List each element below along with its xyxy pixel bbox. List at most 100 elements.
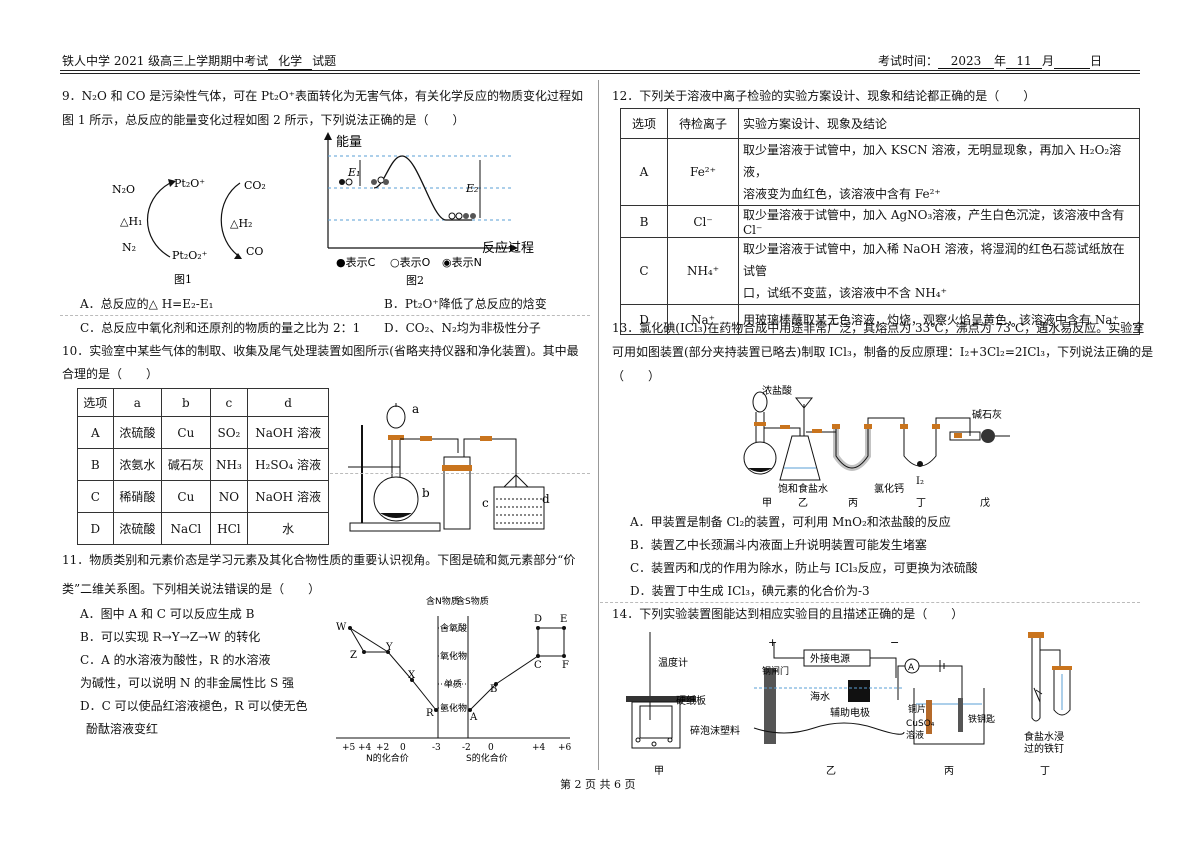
q10-cell: NaCl [161,512,211,545]
q14-label-yi: 乙 [826,765,836,777]
q11-cat-2: 单质 [444,678,462,690]
q12-cell: Na⁺ [667,304,739,335]
q11-s-tick: +6 [558,743,572,753]
q11-n-tick: +5 [342,743,356,753]
q11-s-tick: 0 [488,743,494,753]
q11-point-f: F [562,660,569,671]
q12-th: 选项 [620,108,668,139]
q10-stem-1: 10．实验室中某些气体的制取、收集及尾气处理装置如图所示(省略夹持仪器和净化装置… [62,344,579,358]
q9-figure-1: N₂O Pt₂O⁺ CO₂ △H₁ △H₂ N₂ Pt₂O₂⁺ CO 图1 [112,177,266,285]
q11-option-b: B．可以实现 R→Y→Z→W 的转化 [80,630,261,644]
q11-point-z: Z [350,650,357,661]
header-day-unit: 日 [1090,54,1103,68]
q12-cell: 取少量溶液于试管中，加入 KSCN 溶液，无明显现象，再加入 H₂O₂溶液， 溶液… [738,138,1140,206]
q13-apparatus: 浓盐酸 碱石灰 饱和食盐水 氯化钙 I₂ 甲 乙 丙 丁 戊 [743,384,1010,509]
q12-cell: A [620,138,668,206]
q11-point-w: W [336,622,347,633]
q11-stem-1: 11．物质类别和元素价态是学习元素及其化合物性质的重要认识视角。下图是硫和氮元素… [62,553,576,567]
q10-cell: 浓硫酸 [112,416,163,449]
q11-cat-3: 氢化物 [440,702,467,714]
q9-stem-2: 图 1 所示，总反应的能量变化过程如图 2 所示，下列说法正确的是（ ） [62,113,465,127]
q10-cell: NaOH 溶液 [247,416,329,449]
q10-label-a: a [412,402,419,416]
q10-cell: 稀硝酸 [112,480,163,513]
header-month-unit: 月 [1042,54,1055,68]
q14-stem: 14．下列实验装置图能达到相应实验目的且描述正确的是（ ） [612,607,964,621]
q10-cell: 浓硫酸 [112,512,163,545]
q13-label-cacl2: 氯化钙 [874,482,904,495]
q12-cell: 取少量溶液于试管中，加入稀 NaOH 溶液，将湿润的红色石蕊试纸放在试管口，试纸… [738,237,1140,305]
q10-cell: 碱石灰 [161,448,211,481]
header-tail: 试题 [312,54,337,68]
q9-fig1-pt2o: Pt₂O⁺ [174,177,205,190]
header-subject: 化学 [268,52,313,70]
q14-label-key: 铁钥匙 [968,713,995,725]
q12-cell-line: 取少量溶液于试管中，加入稀 NaOH 溶液，将湿润的红色石蕊试纸放在试管 [743,242,1125,278]
table-row: C NH₄⁺ 取少量溶液于试管中，加入稀 NaOH 溶液，将湿润的红色石蕊试纸放… [620,237,1140,305]
q9-fig2-xlabel: 反应过程 [482,240,534,256]
q10-cell: Cu [161,480,211,513]
q14-label-cuso4-b: 溶液 [906,729,924,741]
q14-label-aux: 辅助电极 [830,706,870,719]
q14-label-thermometer: 温度计 [658,656,688,669]
q9-fig1-co: CO [246,245,263,258]
q12-table: 选项 待检离子 实验方案设计、现象及结论 A Fe²⁺ 取少量溶液于试管中，加入… [620,108,1140,335]
q14-label-nail: 过的铁钉 [1024,742,1064,755]
q13-label-sodalime: 碱石灰 [972,408,1002,421]
q11-n-tick: +2 [376,743,389,753]
q13-label-brine: 饱和食盐水 [778,482,828,495]
q14-label-jia: 甲 [654,766,664,777]
q10-cell: C [77,480,114,513]
q13-label-ding: 丁 [916,498,926,509]
q9-stem-1: 9．N₂O 和 CO 是污染性气体，可在 Pt₂O⁺表面转化为无害气体，有关化学… [62,89,583,103]
q9-fig1-n2: N₂ [122,241,136,254]
q11-n-tick: -3 [432,743,441,753]
q11-point-a: A [469,712,478,723]
header-time-label: 考试时间： [878,54,939,68]
q10-cell: B [77,448,114,481]
q10-th: a [112,388,163,417]
q11-point-b: B [490,684,497,695]
q14-label-cu: 铜片 [908,703,926,715]
q11-point-x: X [408,670,416,681]
q11-option-a: A．图中 A 和 C 可以反应生成 B [80,607,255,621]
q11-point-r: R [426,708,434,719]
q11-n-class-label: 含N物质 [426,595,460,607]
q14-label-power: 外接电源 [810,652,850,665]
q13-option-b: B．装置乙中长颈漏斗内液面上升说明装置可能发生堵塞 [630,538,927,552]
q12-cell: 取少量溶液于试管中，加入 AgNO₃溶液，产生白色沉淀，该溶液中含有 Cl⁻ [738,205,1140,238]
q10-th: 选项 [77,388,114,417]
q14-apparatus: 温度计 硬纸板 碎泡沫塑料 甲 + − 外接电源 钢闸门 海水 辅助电极 乙 A… [626,632,1072,777]
q12-cell: C [620,237,668,305]
q13-label-jia: 甲 [762,498,772,509]
q9-option-c: C．总反应中氧化剂和还原剂的物质的量之比为 2：1 [80,321,361,335]
q9-figure-2: 能量 E₁ E₂ 反应过程 ●表示C ○表示O ◉表示N 图2 [324,132,534,287]
q12-cell: 用玻璃棒蘸取某无色溶液，灼烧，观察火焰呈黄色，该溶液中含有 Na⁺ [738,304,1140,335]
q13-label-bing: 丙 [848,498,858,509]
header-left: 铁人中学 2021 级高三上学期期中考试化学试题 [62,52,336,70]
q10-cell: HCl [209,512,249,545]
q10-cell: NH₃ [209,448,249,481]
q12-cell-line: 溶液变为血红色，该溶液中含有 Fe²⁺ [743,187,941,201]
q14-label-brine: 食盐水浸 [1024,730,1064,743]
q10-cell: D [77,512,114,545]
q9-fig1-dh2: △H₂ [230,217,252,230]
q13-stem-2: 可用如图装置(部分夹持装置已略去)制取 ICl₃，制备的反应原理：I₂+3Cl₂… [612,345,1154,359]
header-rule-1 [60,70,1140,71]
q11-option-d-1: D．C 可以使品红溶液褪色，R 可以使无色 [80,699,308,713]
q10-label-b: b [422,486,430,500]
q14-label-cuso4-a: CuSO₄ [906,719,935,729]
q10-th: c [209,388,249,417]
q13-label-hcl: 浓盐酸 [762,384,792,397]
q14-label-minus: − [890,636,899,649]
q12-cell: Fe²⁺ [667,138,739,206]
q11-option-c-2: 为碱性，可以说明 N 的非金属性比 S 强 [80,676,294,690]
q12-cell-line: 取少量溶液于试管中，加入 KSCN 溶液，无明显现象，再加入 H₂O₂溶液， [743,143,1122,179]
q10-th: d [247,388,329,417]
q13-stem-1: 13．氯化碘(ICl₃)在药物合成中用途非常广泛，其熔点为 33℃，沸点为 73… [612,321,1145,335]
q11-cat-1: 氧化物 [440,650,467,662]
q13-option-d: D．装置丁中生成 ICl₃，碘元素的化合价为-3 [630,584,870,598]
